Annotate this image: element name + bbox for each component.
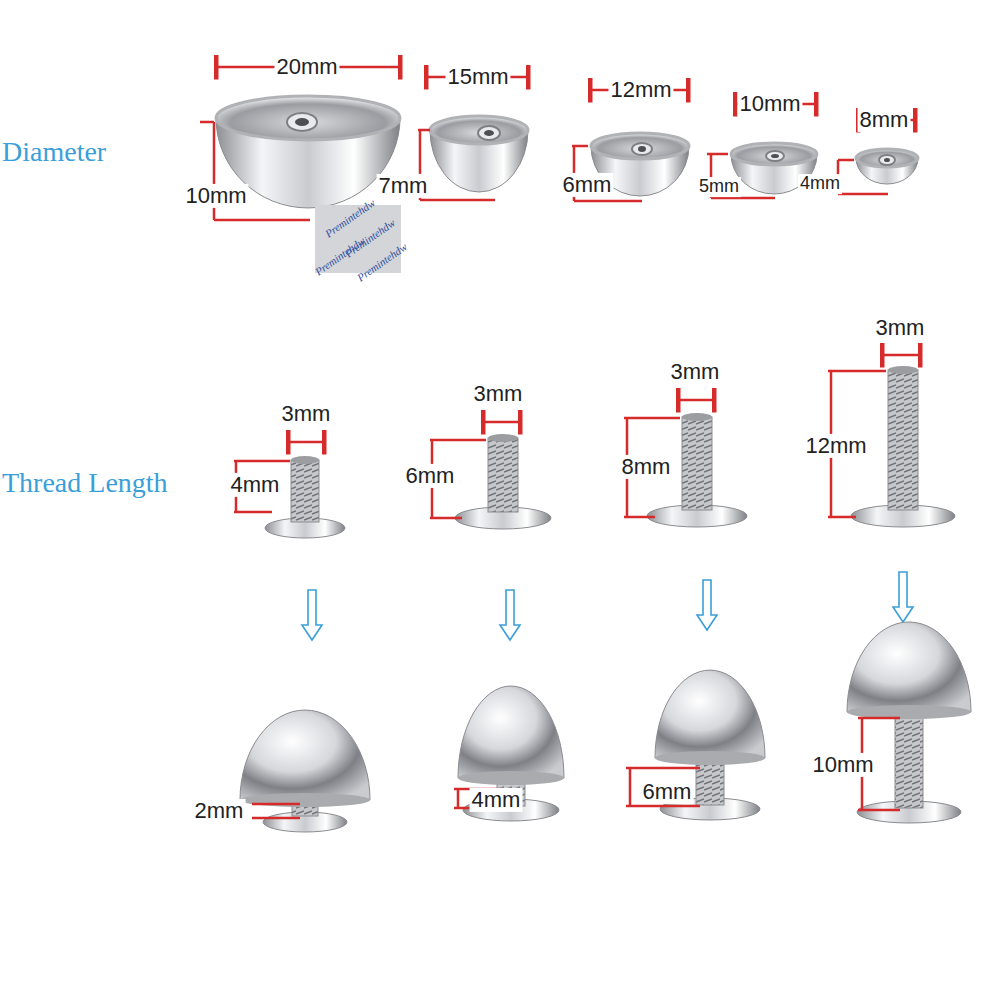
dimension-lines: [252, 718, 900, 818]
dimension-label: 2mm: [193, 799, 246, 823]
dimension-lines: [200, 67, 915, 220]
dimension-label: 8mm: [858, 108, 911, 132]
dimension-label: 12mm: [608, 78, 673, 102]
dimension-label: 10mm: [810, 753, 875, 777]
dimension-label: 3mm: [472, 382, 525, 406]
dimension-label: 7mm: [377, 174, 430, 198]
dimension-label: 3mm: [669, 360, 722, 384]
caps: [216, 96, 918, 208]
dimension-lines: [234, 355, 920, 518]
dimension-label: 3mm: [280, 402, 333, 426]
assembled-rivets: [240, 622, 971, 832]
dimension-label: 12mm: [803, 434, 868, 458]
dimension-label: 6mm: [641, 780, 694, 804]
dimension-label: 4mm: [470, 788, 523, 812]
dimension-label: 6mm: [404, 464, 457, 488]
dimension-label: 10mm: [183, 184, 248, 208]
dimension-label: 3mm: [874, 316, 927, 340]
dimension-label: 6mm: [561, 173, 614, 197]
down-arrows: [302, 572, 913, 640]
section-heading: Diameter: [2, 137, 106, 168]
dimension-label: 4mm: [229, 473, 282, 497]
section-heading: Thread Length: [2, 468, 168, 499]
dimension-label: 15mm: [445, 65, 510, 89]
screws: [265, 366, 955, 538]
dimension-label: 10mm: [737, 92, 802, 116]
dimension-label: 8mm: [620, 455, 673, 479]
dimension-label: 4mm: [798, 174, 842, 194]
dimension-label: 5mm: [697, 177, 741, 197]
dimension-label: 20mm: [274, 55, 339, 79]
